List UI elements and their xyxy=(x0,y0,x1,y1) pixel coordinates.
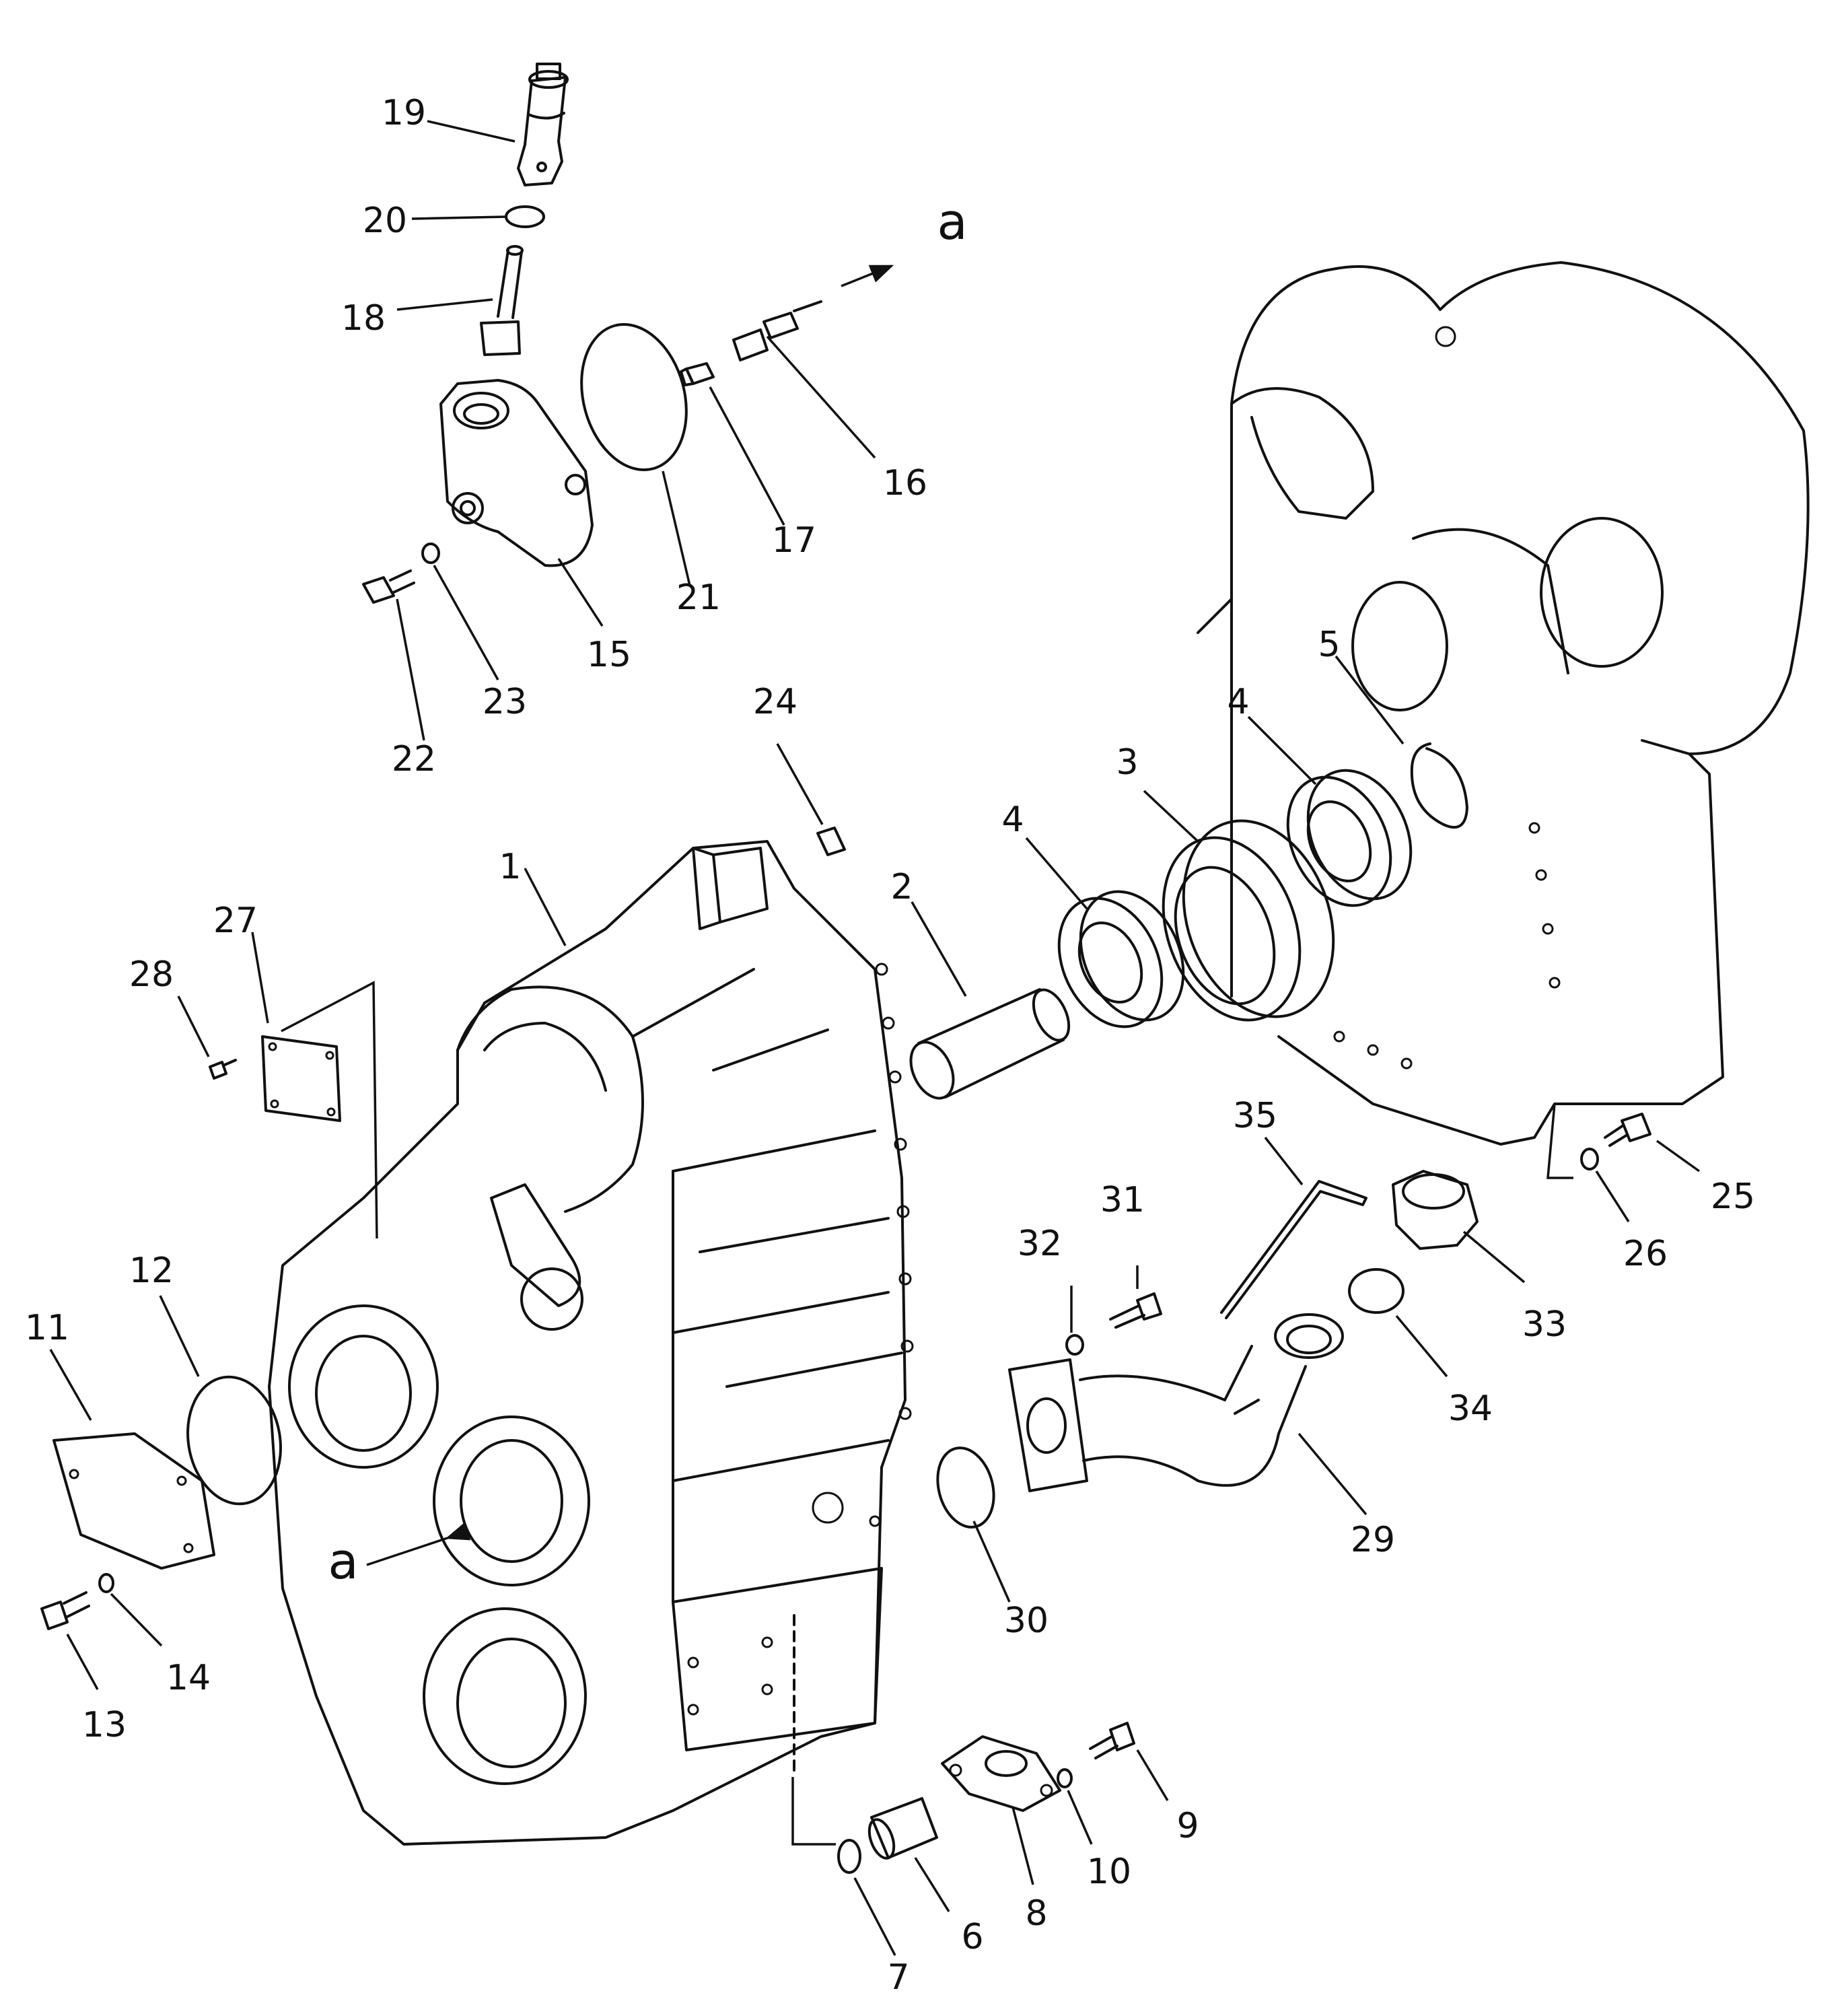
callout-24: 24 xyxy=(753,682,797,722)
callout-28: 28 xyxy=(129,954,174,995)
callout-10: 10 xyxy=(1087,1852,1131,1892)
part-5-snap-ring xyxy=(1410,742,1468,829)
callout-1: 1 xyxy=(499,847,521,887)
part-24-pin xyxy=(816,827,846,856)
callout-4-left: 4 xyxy=(1001,800,1024,840)
part-8-flange xyxy=(941,1735,1061,1812)
callout-30: 30 xyxy=(1004,1601,1049,1641)
callout-7: 7 xyxy=(887,1957,909,1993)
part-18-tube xyxy=(480,245,524,356)
callout-12: 12 xyxy=(129,1251,174,1291)
callout-11: 11 xyxy=(25,1308,69,1348)
part-17-plug xyxy=(680,362,715,386)
callout-4-right: 4 xyxy=(1227,682,1249,722)
part-10-washer xyxy=(1057,1768,1073,1788)
part-28-bolt xyxy=(209,1059,237,1080)
part-9-bolt xyxy=(1089,1722,1135,1759)
part-30-o-ring xyxy=(936,1446,995,1529)
part-13-bolt xyxy=(40,1591,90,1630)
callout-26: 26 xyxy=(1623,1234,1668,1274)
part-6-plug xyxy=(867,1797,938,1860)
callout-13: 13 xyxy=(82,1705,127,1745)
callout-20: 20 xyxy=(363,201,407,241)
part-31-bolt xyxy=(1109,1292,1162,1329)
callout-5: 5 xyxy=(1318,625,1340,665)
part-4-bearing-right xyxy=(1286,769,1413,907)
leader-lines xyxy=(49,120,1701,1956)
part-29-filler-pipe xyxy=(1008,1313,1344,1492)
part-11-cover xyxy=(52,1432,215,1570)
callout-15: 15 xyxy=(587,635,631,675)
callout-22: 22 xyxy=(392,739,436,779)
callout-19: 19 xyxy=(382,93,426,133)
part-27-cover-plate xyxy=(261,1035,341,1122)
callout-33: 33 xyxy=(1522,1304,1567,1345)
part-19-valve xyxy=(517,63,569,186)
part-15-housing xyxy=(439,379,594,567)
callout-14: 14 xyxy=(166,1658,211,1698)
part-7-o-ring xyxy=(837,1839,861,1874)
part-20-o-ring xyxy=(505,205,545,228)
callout-35: 35 xyxy=(1233,1096,1277,1136)
callout-23: 23 xyxy=(483,682,527,722)
callout-6: 6 xyxy=(961,1917,983,1957)
part-16-sensor xyxy=(732,300,822,361)
part-26-washer xyxy=(1580,1148,1599,1170)
callout-25: 25 xyxy=(1711,1177,1755,1217)
part-14-washer xyxy=(98,1573,114,1593)
part-32-washer xyxy=(1065,1334,1084,1356)
part-25-bolt xyxy=(1604,1113,1651,1147)
callout-21: 21 xyxy=(676,578,721,618)
torque-converter-housing xyxy=(1197,261,1810,1146)
callout-labels: 19 20 18 22 23 15 21 17 16 a 24 1 2 4 3 … xyxy=(25,93,1755,1993)
part-2-shaft xyxy=(909,988,1071,1100)
part-22-bolt xyxy=(362,569,415,604)
part-12-o-ring xyxy=(186,1375,282,1506)
callout-31: 31 xyxy=(1100,1180,1145,1220)
callout-17: 17 xyxy=(772,520,816,561)
part-23-washer xyxy=(421,543,440,564)
callout-27: 27 xyxy=(213,901,258,941)
callout-8: 8 xyxy=(1025,1893,1047,1934)
callout-2: 2 xyxy=(890,867,913,907)
part-33-cap xyxy=(1392,1170,1479,1250)
callout-34: 34 xyxy=(1448,1389,1493,1429)
callout-3: 3 xyxy=(1116,742,1138,783)
reference-a-left: a xyxy=(328,1533,358,1590)
callout-29: 29 xyxy=(1351,1520,1395,1560)
part-1-transmission-case xyxy=(268,840,914,1846)
reference-a-top: a xyxy=(937,193,967,251)
part-34-o-ring xyxy=(1348,1268,1405,1314)
part-35-dipstick xyxy=(1220,1180,1367,1319)
part-3-gear xyxy=(1162,819,1335,1022)
callout-16: 16 xyxy=(883,463,927,503)
part-21-o-ring xyxy=(580,322,688,472)
callout-18: 18 xyxy=(341,298,386,339)
callout-9: 9 xyxy=(1176,1806,1199,1846)
callout-32: 32 xyxy=(1018,1224,1062,1264)
